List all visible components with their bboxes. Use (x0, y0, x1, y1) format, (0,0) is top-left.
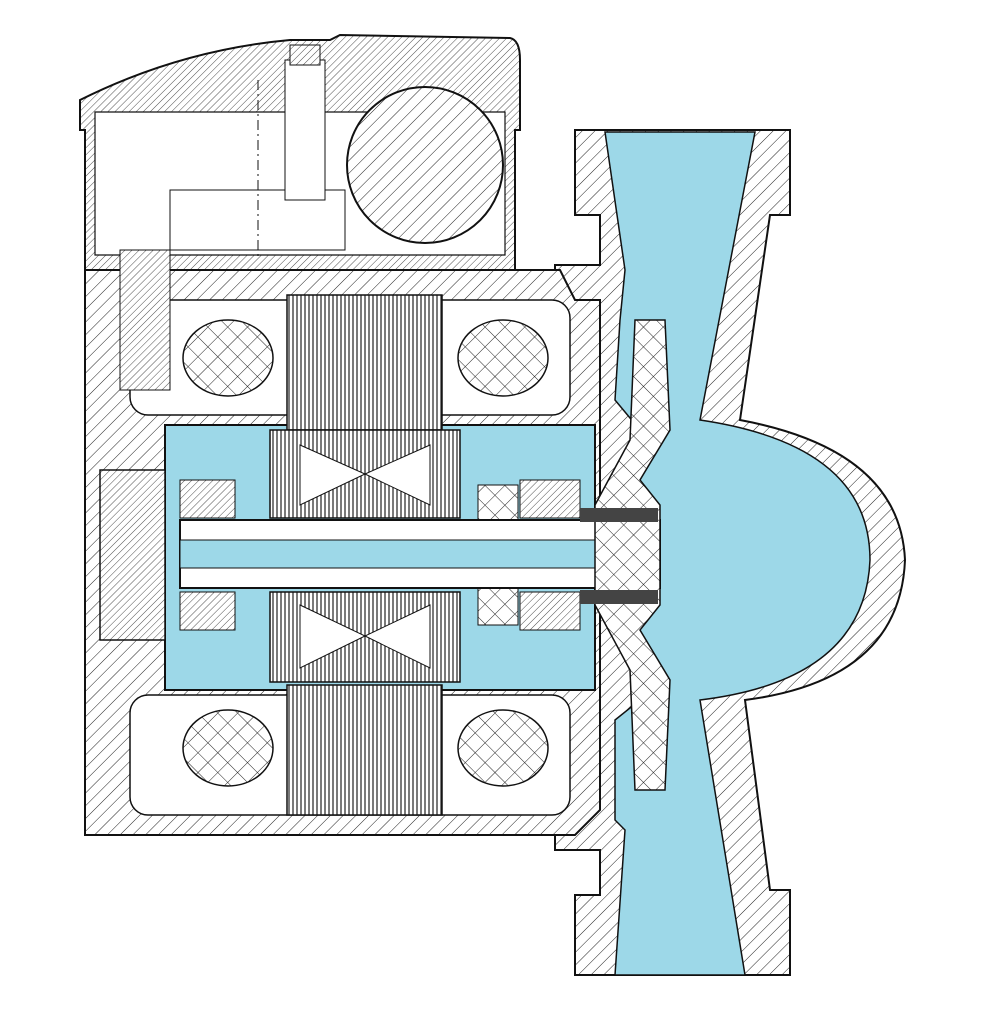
coil-upper-left (182, 319, 274, 397)
coil-lower-right (457, 709, 549, 787)
rotor-upper (269, 429, 461, 519)
rotor-lower (269, 591, 461, 683)
cable-gland (119, 249, 171, 391)
bearing-right-lower (519, 591, 581, 631)
end-cap (99, 469, 166, 641)
screw-post (284, 59, 326, 201)
screw-head (289, 44, 321, 66)
coil-lower-left (182, 709, 274, 787)
stator-lamination-upper (286, 294, 443, 431)
shaft-bore (179, 539, 656, 569)
bearing-left-upper (179, 479, 236, 519)
capacitor (346, 86, 504, 244)
bearing-left-lower (179, 591, 236, 631)
impeller (594, 319, 671, 791)
thrust-ring-lower (477, 584, 519, 626)
impeller-hub (580, 590, 658, 604)
stator-lamination-lower (286, 684, 443, 816)
coil-upper-right (457, 319, 549, 397)
fluid-channel (604, 131, 871, 976)
bearing-right-upper (519, 479, 581, 519)
impeller-hub (580, 508, 658, 522)
